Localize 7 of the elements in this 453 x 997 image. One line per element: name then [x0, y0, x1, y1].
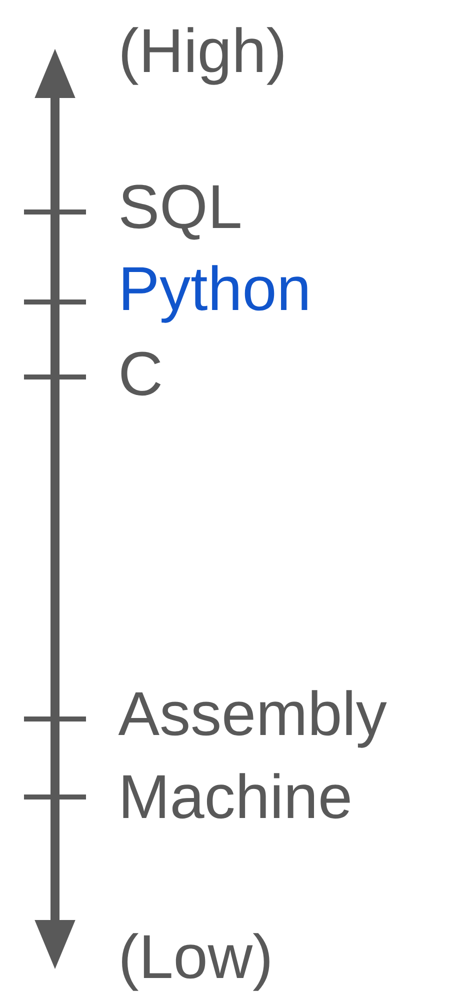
axis-label: Machine [123, 773, 350, 819]
axis-label: SQL [121, 184, 240, 240]
axis-label: (High) [122, 27, 284, 85]
axis-label: (Low) [122, 933, 270, 991]
axis-label: C [121, 352, 161, 396]
axis-label: Python [123, 265, 308, 323]
axis-label: Assembly [118, 690, 387, 748]
